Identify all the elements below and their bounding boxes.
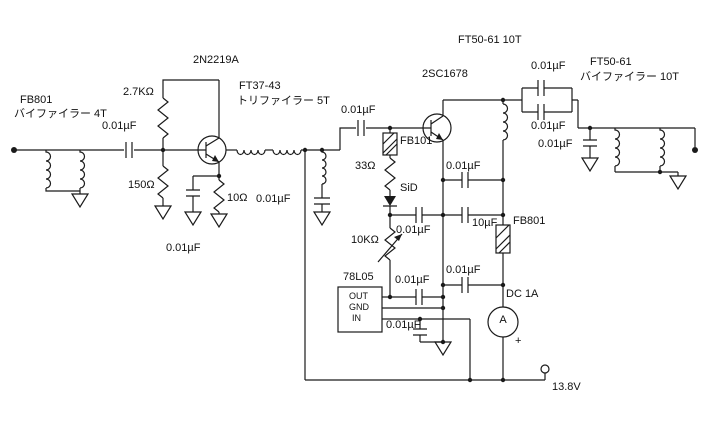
junction-dot <box>440 294 446 300</box>
label-r-base: 150Ω <box>128 179 155 191</box>
feedback-resistor <box>157 79 219 153</box>
label-r-emitter: 10Ω <box>227 192 248 204</box>
inductor-coil <box>321 150 327 185</box>
label-regulator: 78L05 <box>343 271 374 283</box>
regulator-out-bypass <box>390 289 446 305</box>
label-t4-winding: バイファイラー 10T <box>580 71 680 83</box>
power-column <box>443 97 522 383</box>
junction-dot <box>440 282 446 288</box>
transistor-q1 <box>197 80 227 176</box>
reg-in-wire <box>382 318 471 380</box>
wire <box>339 127 356 150</box>
rfc-coil <box>502 103 509 141</box>
wire <box>45 188 81 194</box>
diode-symbol <box>384 196 396 206</box>
label-c-cold: 0.01µF <box>256 193 291 205</box>
decoupling-line-mid <box>390 207 506 223</box>
label-supply: 13.8V <box>552 381 581 393</box>
label-t2-name: FT37-43 <box>239 80 281 92</box>
ammeter-letter: A <box>499 314 507 326</box>
emitter-bypass-capacitor <box>186 189 200 197</box>
cold-end-capacitor <box>314 197 330 205</box>
junction-dot <box>440 212 446 218</box>
output-network <box>578 125 698 191</box>
emitter-arrow <box>436 133 443 140</box>
bias-potentiometer <box>384 227 396 261</box>
label-t1-winding: バイファイラー 4T <box>14 108 107 120</box>
label-c-in: 0.01µF <box>102 120 137 132</box>
ground-symbol <box>580 157 600 173</box>
decoupling-line-bottom <box>440 277 506 293</box>
junction-dot <box>440 305 446 311</box>
label-t2-winding: トリファイラー 5T <box>237 95 330 107</box>
junction-dot <box>440 339 446 345</box>
input-coupling-capacitor <box>125 142 133 158</box>
junction-dot <box>319 147 325 153</box>
bias-chain <box>377 125 403 300</box>
label-fb-base: FB101 <box>400 135 433 147</box>
inductor-coil <box>272 149 302 156</box>
label-reg-pin-gnd: GND <box>349 302 369 312</box>
label-c-bias: 0.01µF <box>396 224 431 236</box>
junction-dot <box>216 173 222 179</box>
junction-dot <box>440 177 446 183</box>
label-c-lpf: 0.01µF <box>538 138 573 150</box>
supply-terminal <box>540 364 550 374</box>
label-c-reg-in: 0.01µF <box>386 319 421 331</box>
label-t4-name: FT50-61 <box>590 56 632 68</box>
label-c-emitter: 0.01µF <box>166 242 201 254</box>
emitter-arrow <box>212 155 219 162</box>
inductor-coil <box>236 149 266 156</box>
label-c-dec-mid: 10µF <box>472 217 498 229</box>
emitter-resistor <box>213 179 225 213</box>
inductor-coil <box>614 128 621 167</box>
label-t1-name: FB801 <box>20 94 53 106</box>
ground-symbol <box>70 193 90 209</box>
label-c-reg-out: 0.01µF <box>395 274 430 286</box>
label-c-block-bot: 0.01µF <box>531 120 566 132</box>
regulator-in-bypass <box>413 316 446 345</box>
label-pot: 10KΩ <box>351 234 379 246</box>
base-resistor <box>153 150 173 221</box>
label-c-block-top: 0.01µF <box>531 60 566 72</box>
label-r-feedback: 2.7KΩ <box>123 86 154 98</box>
interstage-coupling-capacitor <box>357 120 365 136</box>
inductor-coil <box>45 150 52 189</box>
label-t3-name: FT50-61 10T <box>458 34 522 46</box>
label-reg-pin-in: IN <box>352 313 361 323</box>
label-q1: 2N2219A <box>193 54 239 66</box>
label-c-couple: 0.01µF <box>341 104 376 116</box>
decoupling-line-top <box>440 172 506 188</box>
ground-symbol <box>209 213 229 229</box>
output-terminal <box>692 147 698 153</box>
emitter-network <box>183 173 229 229</box>
input-transformer <box>45 150 90 209</box>
output-coupling-block <box>521 80 579 128</box>
label-reg-pin-out: OUT <box>349 291 368 301</box>
label-d-comp: SiD <box>400 182 418 194</box>
interstage-transformer <box>236 147 340 227</box>
bias-resistor <box>384 157 396 191</box>
label-c-dec-top: 0.01µF <box>446 160 481 172</box>
label-r-bias: 33Ω <box>355 160 376 172</box>
ground-symbol <box>153 205 173 221</box>
ground-symbol <box>312 211 332 227</box>
voltage-regulator <box>337 286 473 383</box>
pot-arrowhead <box>394 234 402 241</box>
bead-hatch <box>382 132 398 156</box>
label-meter: DC 1A <box>506 288 539 300</box>
bead-hatch <box>495 224 511 254</box>
supply-rail <box>304 150 550 381</box>
label-meter-plus: + <box>515 335 522 347</box>
label-fb-out: FB801 <box>513 215 546 227</box>
ground-symbol <box>183 211 203 227</box>
label-c-dec-bot: 0.01µF <box>446 264 481 276</box>
junction-dot <box>657 169 663 175</box>
ground-symbol <box>668 175 688 191</box>
inductor-coil <box>79 150 86 189</box>
inductor-coil <box>659 128 666 167</box>
label-q2: 2SC1678 <box>422 68 468 80</box>
